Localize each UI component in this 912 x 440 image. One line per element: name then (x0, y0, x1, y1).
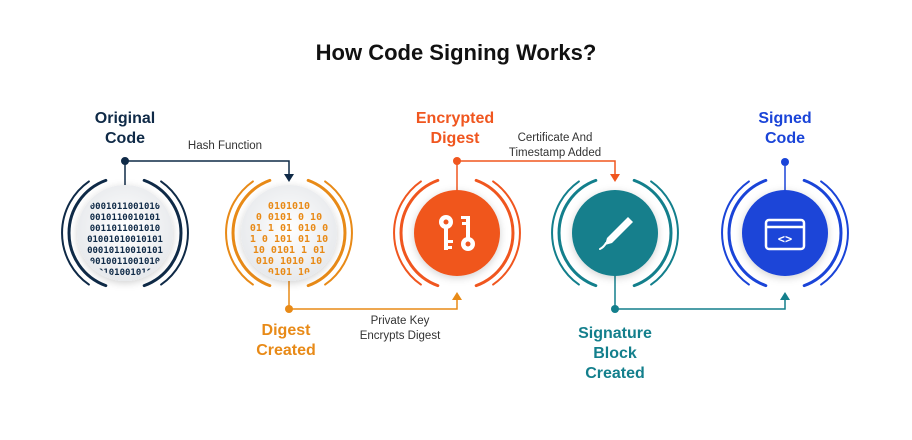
decorative-arc (61, 180, 90, 286)
node-signature-block-created (551, 178, 679, 288)
decorative-arc (650, 180, 679, 286)
decorative-arc (324, 180, 353, 286)
node-digest-created: 0101010 0 0101 0 10 01 1 01 010 0 1 0 10… (225, 178, 353, 288)
connector-certificate (453, 157, 620, 182)
decorative-arc (820, 180, 849, 286)
decorative-arc (142, 178, 183, 288)
svg-text:0011011001010: 0011011001010 (90, 224, 160, 234)
decorative-arc (160, 180, 189, 286)
svg-text:0010011001010: 0010011001010 (90, 257, 160, 267)
svg-text:0001011001010: 0001011001010 (90, 202, 160, 212)
decorative-arc (557, 178, 598, 288)
decorative-arc (551, 180, 580, 286)
svg-text:01001010010101: 01001010010101 (87, 235, 163, 245)
connector-private-key (285, 292, 462, 313)
decorative-arc (306, 178, 347, 288)
node-encrypted-digest (393, 178, 521, 288)
step-label-digest-created: Digest Created (256, 322, 316, 359)
decorative-arc (225, 180, 254, 286)
decorative-arc (67, 178, 108, 288)
svg-text:010 1010 10: 010 1010 10 (256, 256, 322, 267)
decorative-arc (399, 178, 440, 288)
page-title: How Code Signing Works? (315, 40, 597, 65)
node-original-code: 0001011001010 0010110010101 001101100101… (61, 178, 189, 288)
pen-icon (599, 217, 633, 250)
svg-text:0101001010: 0101001010 (98, 268, 152, 278)
decorative-arc (727, 178, 768, 288)
svg-text:0010110010101: 0010110010101 (90, 213, 160, 223)
svg-text:0101 10: 0101 10 (268, 267, 310, 278)
decorative-arc (632, 178, 673, 288)
decorative-arc (721, 180, 750, 286)
binary-code-icon: 0001011001010 0010110010101 001101100101… (87, 202, 163, 278)
svg-text:10 0101 1 01: 10 0101 1 01 (253, 245, 325, 256)
connector-hash-function (121, 157, 294, 182)
connector-signature (611, 292, 790, 313)
decorative-arc (474, 178, 515, 288)
svg-text:00010110010101: 00010110010101 (87, 246, 163, 256)
svg-text:1 0 101 01 10: 1 0 101 01 10 (250, 234, 328, 245)
stem (781, 158, 789, 166)
code-window-icon: <> (764, 218, 806, 251)
step-label-original-code: Original Code (94, 110, 156, 147)
node-signed-code: <> (721, 178, 849, 288)
decorative-arc (492, 180, 521, 286)
decorative-arc (393, 180, 422, 286)
decorative-arc (802, 178, 843, 288)
svg-text:01 1 01 010 0: 01 1 01 010 0 (250, 223, 328, 234)
scrambled-binary-icon: 0101010 0 0101 0 10 01 1 01 010 0 1 0 10… (250, 201, 328, 278)
svg-text:0101010: 0101010 (268, 201, 310, 212)
svg-text:<>: <> (778, 232, 792, 246)
decorative-arc (231, 178, 272, 288)
step-label-encrypted-digest: Encrypted Digest (415, 110, 495, 147)
transition-label-hash-function: Hash Function (187, 140, 263, 152)
keys-icon (439, 215, 475, 251)
step-label-signature-block-created: Signature Block Created (578, 325, 652, 382)
step-label-signed-code: Signed Code (758, 110, 812, 147)
transition-label-private-key: Private Key Encrypts Digest (359, 315, 441, 342)
transition-label-certificate-timestamp: Certificate And Timestamp Added (508, 132, 602, 159)
svg-text:0 0101 0 10: 0 0101 0 10 (256, 212, 322, 223)
